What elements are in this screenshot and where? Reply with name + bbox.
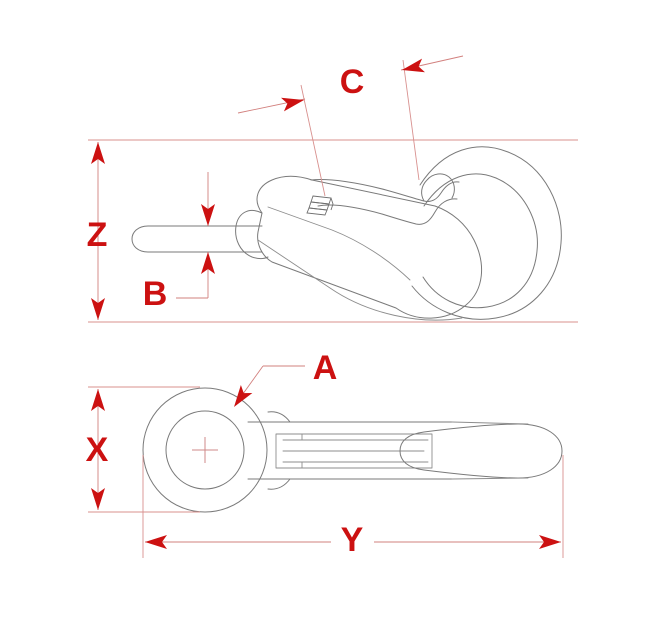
gate-channel-outer — [275, 433, 433, 469]
side-view-geometry — [131, 146, 562, 321]
top-view-geometry — [142, 387, 563, 513]
hook-shank-end — [235, 209, 269, 259]
body-bulb-taper-top — [451, 421, 529, 425]
body-ring-fillet-bottom — [267, 478, 291, 490]
A-leader-angled — [239, 365, 264, 399]
eye-ring-inner-circle — [165, 410, 245, 490]
C-arrow-left-pointing-right — [281, 93, 306, 112]
dimension-Y: Y — [142, 455, 564, 559]
body-ring-fillet-top — [267, 411, 291, 423]
dimension-label-B: B — [143, 275, 168, 313]
body-web-line — [267, 206, 411, 281]
dimension-label-X: X — [86, 431, 109, 469]
dimension-X: X — [86, 386, 200, 513]
dimension-label-C: C — [340, 63, 365, 101]
dimension-C: C — [237, 55, 464, 197]
dimension-A: A — [228, 349, 338, 412]
gate-nose-knuckle — [421, 173, 455, 202]
dimension-label-A: A — [313, 349, 338, 387]
C-right-extension-line — [402, 59, 420, 181]
dimension-label-Y: Y — [341, 521, 364, 559]
hook-bight-inner — [422, 173, 538, 309]
C-left-extension-line — [300, 84, 326, 197]
hook-body-outline — [256, 175, 483, 319]
gate-lower-profile — [317, 198, 458, 225]
hook-bight-outer — [411, 146, 562, 320]
A-arrow-pointer — [228, 384, 253, 412]
dimension-Z: Z — [87, 139, 578, 323]
gate-spring-detail — [306, 195, 334, 216]
dimension-label-Z: Z — [87, 216, 108, 254]
dimension-B: B — [143, 172, 215, 313]
stem-bar-round-end — [131, 225, 149, 253]
body-bulb-taper-bottom — [451, 477, 529, 480]
body-tail-edge — [257, 239, 463, 321]
eye-ring-outer-circle — [142, 387, 268, 513]
